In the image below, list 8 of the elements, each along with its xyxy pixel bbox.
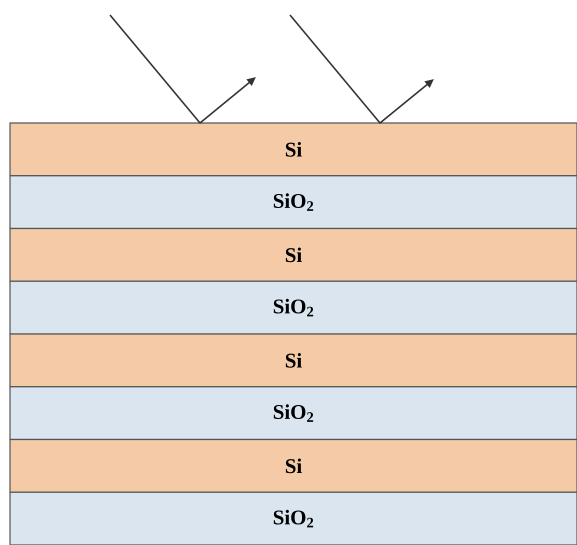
layer-band: Si bbox=[9, 438, 577, 493]
layer-band: SiO$_{2}$ bbox=[9, 175, 577, 230]
layer-band: SiO$_{2}$ bbox=[9, 280, 577, 335]
layer-band: SiO$_{2}$ bbox=[9, 386, 577, 440]
layer-band: Si bbox=[9, 228, 577, 282]
layer-band: SiO$_{2}$ bbox=[9, 492, 577, 545]
layer-band: Si bbox=[9, 333, 577, 388]
layer-band: Si bbox=[9, 122, 577, 176]
